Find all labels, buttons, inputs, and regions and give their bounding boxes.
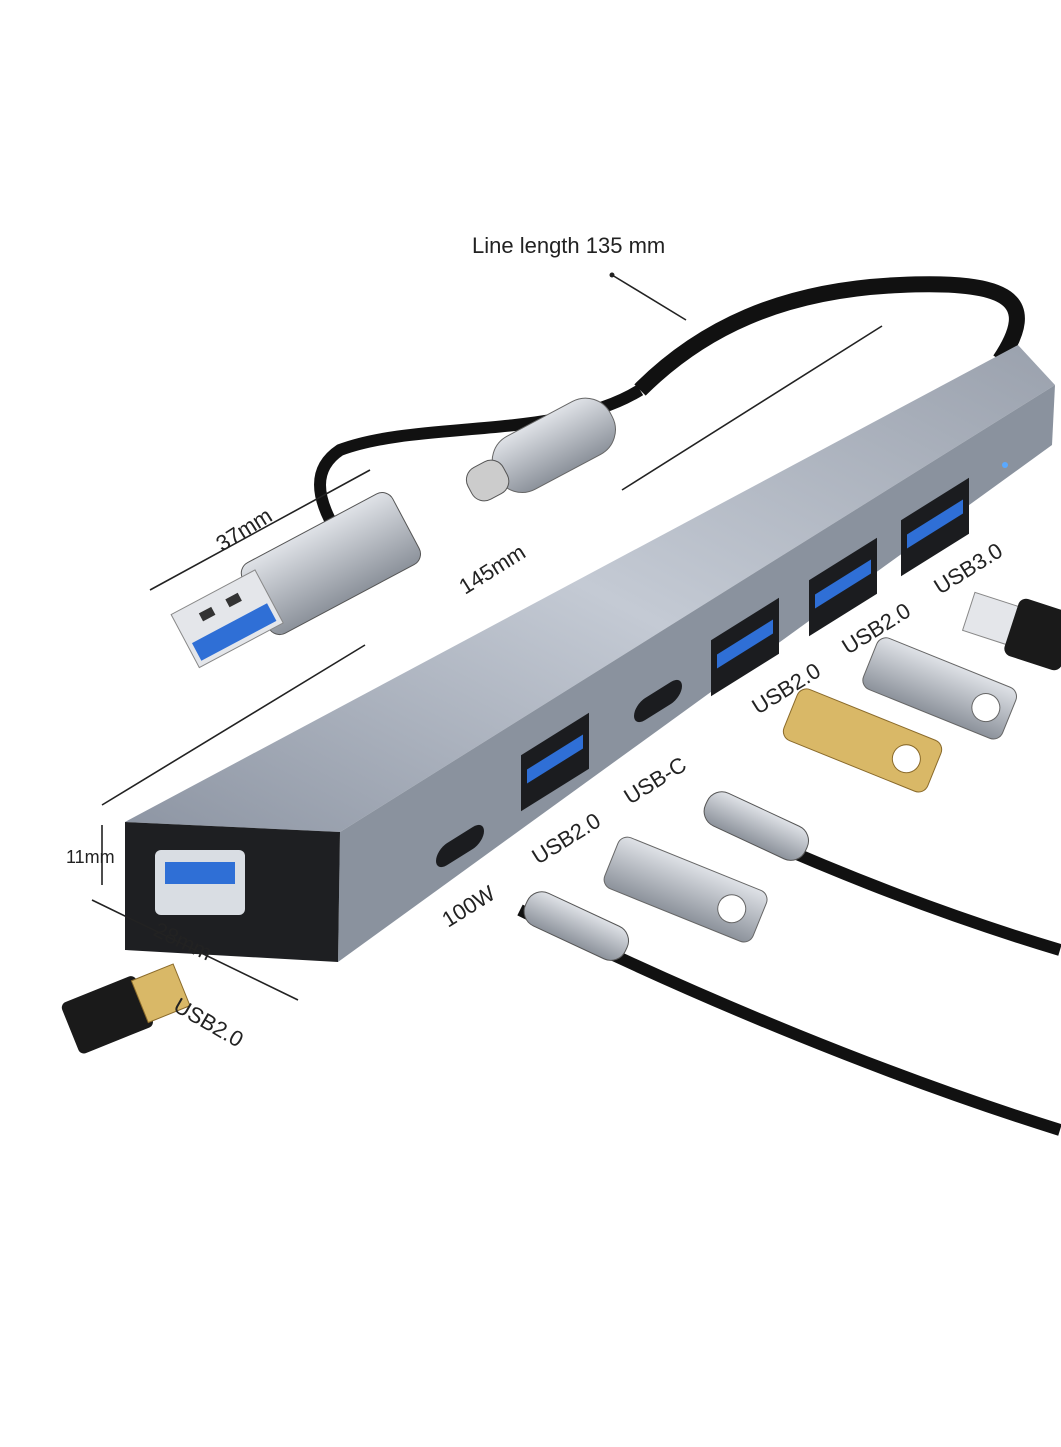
port-label: USB2.0 (527, 808, 605, 869)
usb-a-cable-plug (961, 591, 1061, 671)
wireless-receiver (61, 963, 191, 1054)
side-ports (436, 477, 969, 868)
usb-a-port (521, 712, 589, 812)
usb-c-port (634, 679, 682, 723)
usb-a-plug (170, 492, 422, 669)
flash-drive-gold (782, 688, 943, 793)
cable-dimension-label: 37mm (211, 503, 276, 557)
body-length-label: 145mm (454, 539, 529, 599)
height-label: 11mm (66, 847, 115, 867)
port-label: USB2.0 (170, 993, 248, 1053)
led-indicator (1002, 462, 1008, 468)
usb-a-port (711, 597, 779, 697)
accessories (61, 591, 1061, 1136)
dimension-lines (91, 272, 883, 1001)
flash-drive (603, 836, 768, 943)
port-label: 100W (437, 880, 499, 932)
usb-a-port (809, 537, 877, 637)
usb-c-plug (465, 397, 616, 502)
hub-body (125, 345, 1055, 962)
port-label: USB-C (619, 752, 690, 810)
flash-drive (862, 637, 1018, 740)
usb-a-port (901, 477, 969, 577)
usb-c-port (436, 824, 484, 868)
line-length-label: Line length 135 mm (472, 233, 665, 258)
